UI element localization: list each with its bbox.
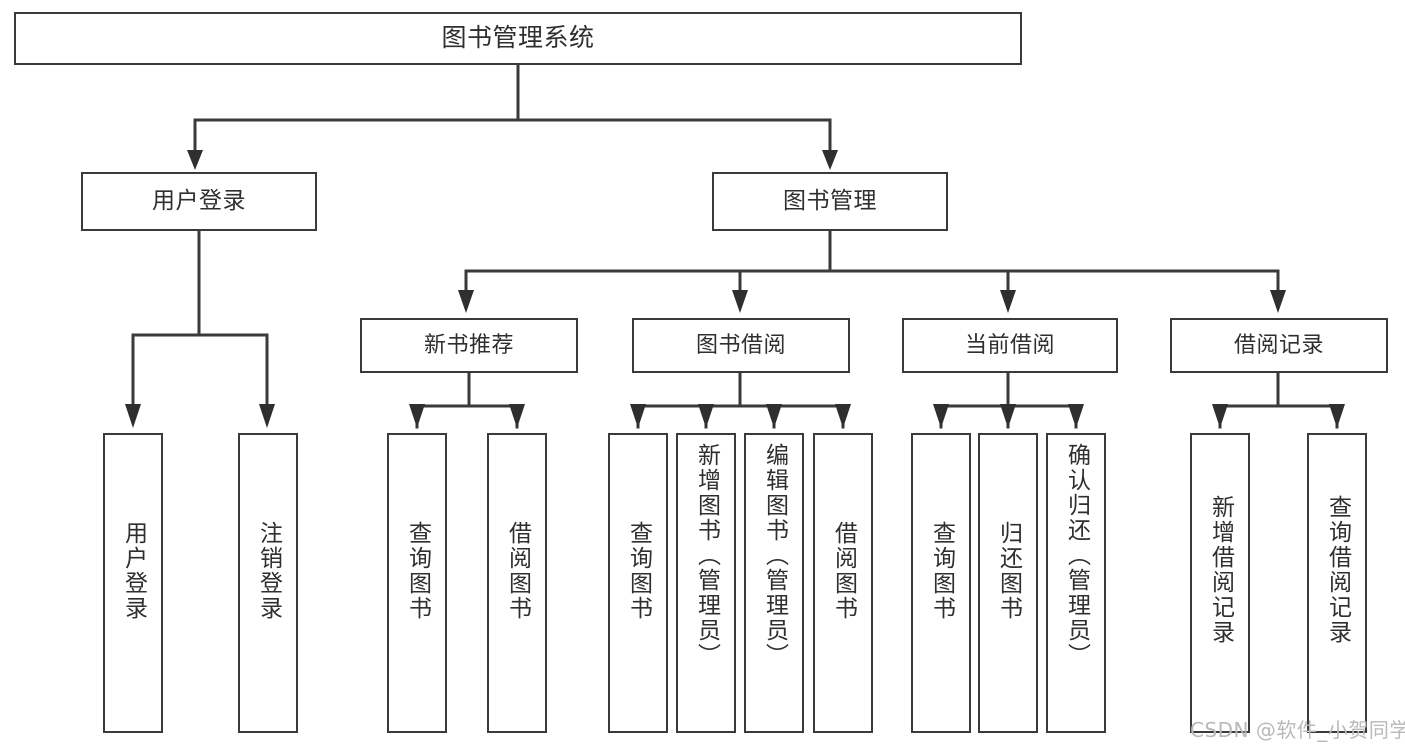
node-label: 图书管理	[783, 188, 877, 215]
node-borrow-record[interactable]: 借阅记录	[1170, 318, 1388, 373]
leaf-query-book-borrow[interactable]: 查询图书	[608, 433, 668, 733]
leaf-confirm-return-admin[interactable]: 确认归还（管理员）	[1046, 433, 1106, 733]
node-label: 图书借阅	[695, 332, 786, 358]
node-user-login[interactable]: 用户登录	[81, 172, 317, 231]
leaf-query-book-recommend[interactable]: 查询图书	[387, 433, 447, 733]
node-label: 查询图书	[404, 521, 431, 621]
node-label: 确认归还（管理员）	[1063, 443, 1090, 668]
node-label: 用户登录	[120, 521, 147, 621]
leaf-borrow-book-recommend[interactable]: 借阅图书	[487, 433, 547, 733]
node-label: 当前借阅	[964, 332, 1055, 358]
node-label: 查询借阅记录	[1324, 495, 1351, 645]
node-current-borrow[interactable]: 当前借阅	[902, 318, 1118, 373]
csdn-watermark: CSDN @软件_小贺同学	[1190, 718, 1405, 742]
node-label: 借阅图书	[830, 521, 857, 621]
node-label: 借阅记录	[1233, 332, 1324, 358]
node-label: 查询图书	[625, 521, 652, 621]
leaf-edit-book-admin[interactable]: 编辑图书（管理员）	[744, 433, 804, 733]
leaf-user-login[interactable]: 用户登录	[103, 433, 163, 733]
node-label: 新增图书（管理员）	[693, 443, 720, 668]
node-label: 图书管理系统	[441, 23, 595, 53]
leaf-borrow-book-borrow[interactable]: 借阅图书	[813, 433, 873, 733]
node-label: 注销登录	[255, 521, 282, 621]
node-book-management[interactable]: 图书管理	[712, 172, 948, 231]
node-root-book-management-system[interactable]: 图书管理系统	[14, 12, 1022, 65]
node-label: 编辑图书（管理员）	[761, 443, 788, 668]
node-new-book-recommend[interactable]: 新书推荐	[360, 318, 578, 373]
node-label: 用户登录	[152, 188, 246, 215]
node-label: 查询图书	[928, 521, 955, 621]
leaf-query-borrow-record[interactable]: 查询借阅记录	[1307, 433, 1367, 733]
node-book-borrow[interactable]: 图书借阅	[632, 318, 850, 373]
node-label: 借阅图书	[504, 521, 531, 621]
leaf-add-borrow-record[interactable]: 新增借阅记录	[1190, 433, 1250, 733]
leaf-query-book-current[interactable]: 查询图书	[911, 433, 971, 733]
leaf-add-book-admin[interactable]: 新增图书（管理员）	[676, 433, 736, 733]
node-label: 归还图书	[995, 521, 1022, 621]
leaf-logout-login[interactable]: 注销登录	[238, 433, 298, 733]
node-label: 新增借阅记录	[1207, 495, 1234, 645]
leaf-return-book[interactable]: 归还图书	[978, 433, 1038, 733]
node-label: 新书推荐	[423, 332, 514, 358]
